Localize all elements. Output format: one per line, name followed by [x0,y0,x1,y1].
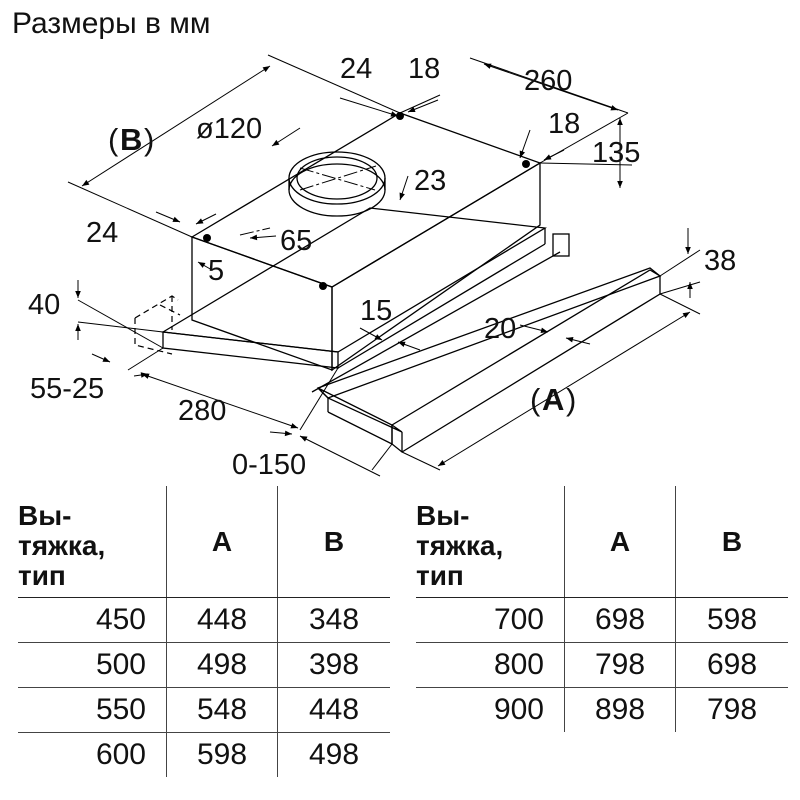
reference-points [203,112,530,290]
cell-type: 600 [95,738,146,771]
table-row: 550 548 448 [18,687,390,733]
table-row: 500 498 398 [18,642,390,688]
cell-type: 800 [416,642,565,688]
dim-65: 65 [280,225,312,257]
table-row: 450 448 348 [18,597,390,643]
cell-type: 500 [18,642,167,688]
dim-280: 280 [178,395,226,427]
header-a: A [564,486,676,598]
dim-label-a: A [542,382,564,417]
table-row: 700 698 598 [416,597,788,643]
dim-40: 40 [28,289,60,321]
dim-20: 20 [484,313,516,345]
dim-23: 23 [414,165,446,197]
header-a: A [166,486,278,598]
size-table-left: Вы- тяжка, тип A B 450 448 348 500 498 3… [18,486,390,777]
table-header-row: Вы- тяжка, тип A B [416,486,788,598]
cell-b: 798 [675,687,788,732]
cell-type: 550 [18,687,167,733]
cell-type: 450 [18,597,167,643]
header-type-text: Вы- тяжка, тип [416,500,504,591]
dim-24-top: 24 [340,53,372,85]
page-title: Размеры в мм [12,7,211,40]
size-table-right: Вы- тяжка, тип A B 700 698 598 800 798 6… [416,486,788,732]
dim-label-b-open: ( [108,122,119,157]
header-type: Вы- тяжка, тип [18,486,167,598]
table-row: 800 798 698 [416,642,788,688]
cell-a: 548 [166,687,278,733]
dim-label-a-open: ( [530,382,541,417]
dim-0-150: 0-150 [232,449,306,480]
hidden-lines [134,227,271,355]
header-type-text: Вы- тяжка, тип [18,500,106,591]
cell-b: 698 [675,642,788,688]
cell-b: 448 [277,687,390,733]
cell-a: 698 [564,597,676,643]
dim-135: 135 [592,137,640,169]
cell-a: 448 [166,597,278,643]
table-row: 600 598 498 [18,732,390,777]
dim-15: 15 [360,295,392,327]
cell-type: 900 [493,693,544,726]
dim-55-25: 55-25 [30,373,104,405]
dim-label-b: B [120,122,142,157]
dimension-drawing: 24 18 260 ( B ) ø120 18 135 23 24 65 5 3… [28,53,736,480]
cell-b: 348 [277,597,390,643]
cell-a: 898 [564,687,676,732]
dim-label-b-close: ) [144,122,154,157]
dim-120-diameter: ø120 [196,113,262,145]
dimension-lines [75,63,693,477]
cell-b: 598 [675,597,788,643]
header-b: B [277,486,390,598]
header-b: B [675,486,788,598]
outlet-collar [288,151,386,217]
dim-5: 5 [208,255,224,287]
cell-a: 598 [166,732,278,777]
header-type: Вы- тяжка, тип [416,486,565,598]
dim-18-right: 18 [548,108,580,140]
table-row: 900 898 798 [416,687,788,732]
dim-label-a-close: ) [566,382,576,417]
cell-b: 398 [277,642,390,688]
cell-a: 498 [166,642,278,688]
dim-38: 38 [704,245,736,277]
cell-b: 498 [277,732,390,777]
dim-24-left: 24 [86,217,118,249]
table-header-row: Вы- тяжка, тип A B [18,486,390,598]
dim-18-top: 18 [408,53,440,85]
cell-type: 700 [416,597,565,643]
cell-a: 798 [564,642,676,688]
extension-lines [67,54,701,471]
dim-260: 260 [524,65,572,97]
